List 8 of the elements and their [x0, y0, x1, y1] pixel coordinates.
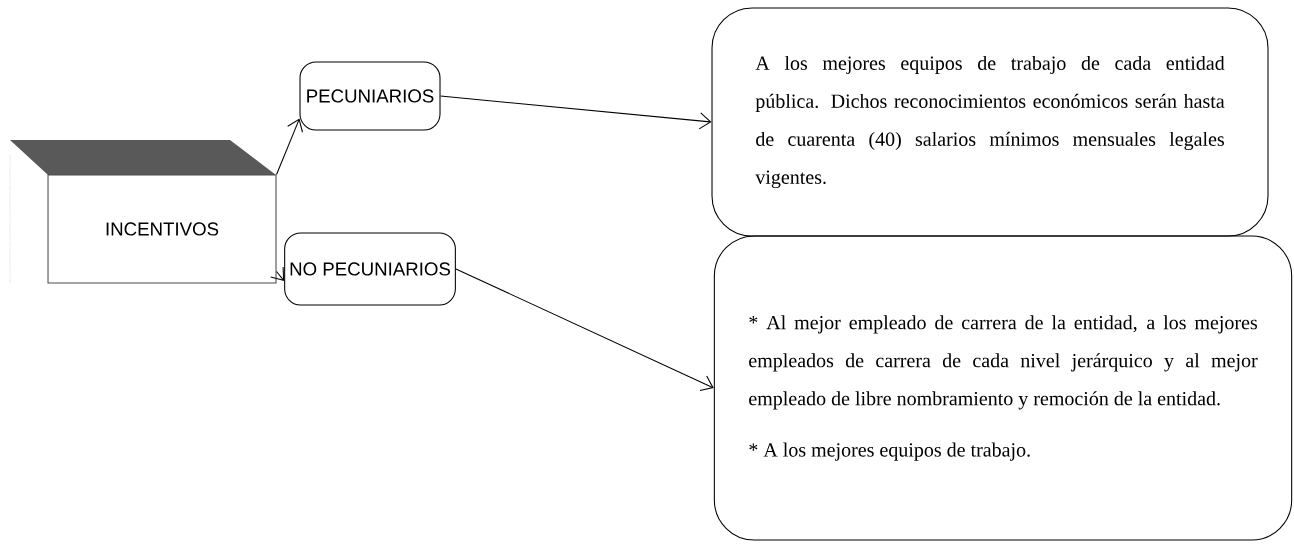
description-box: A los mejores equipos de trabajo de cada entidad pública. Dichos reconocimientos económicos serán hasta de cuarenta (40) salarios mínimos mensuales legales vigentes. — [711, 7, 1269, 237]
arrow — [455, 268, 714, 391]
box-drawing: INCENTIVOS — [9, 140, 277, 284]
arrow — [276, 118, 304, 175]
description-box: * Al mejor empleado de carrera de la entidad, a los mejores empleados de carrera de cada nivel jerárquico y al mejor empleado de libre nombramiento y remoción de la entidad. * A los mejores equipos de trabajo. — [713, 235, 1293, 541]
category-box: NO PECUNIARIOS — [284, 232, 456, 306]
category-box: PECUNIARIOS — [299, 61, 441, 131]
arrow — [440, 95, 712, 130]
